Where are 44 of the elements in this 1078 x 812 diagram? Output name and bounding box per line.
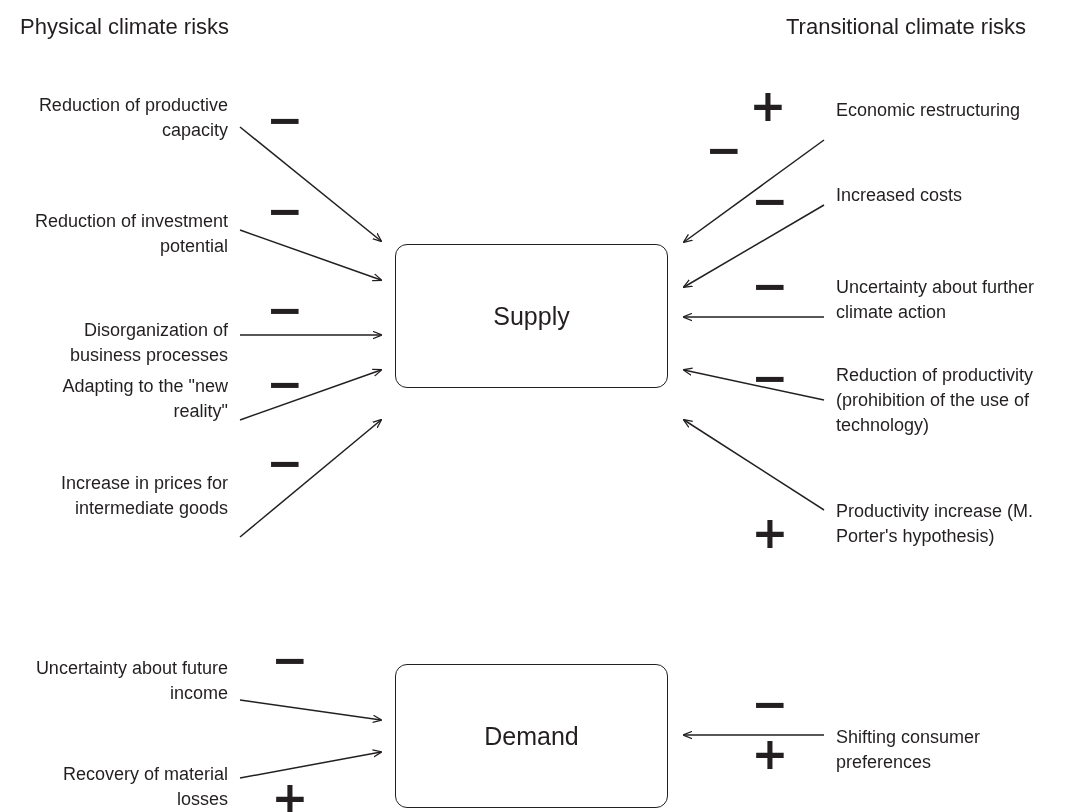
column-heading: Physical climate risks (20, 14, 230, 40)
arrow (682, 204, 825, 289)
arrow (682, 139, 825, 244)
risk-factor-text: Recovery of material losses (20, 762, 228, 812)
risk-factor-text: Reduction of productive capacity (20, 80, 228, 156)
effect-sign: + (751, 513, 789, 553)
effect-sign: − (266, 443, 304, 483)
risk-factor-text: Economic restructuring (836, 84, 1076, 136)
effect-sign: − (266, 191, 304, 231)
effect-sign: − (751, 181, 789, 221)
effect-sign: + (749, 86, 787, 126)
effect-sign: − (705, 130, 743, 170)
risk-factor-text: Uncertainty about further climate action (836, 262, 1076, 338)
process-box: Supply (395, 244, 668, 388)
arrow (239, 749, 383, 779)
effect-sign: − (751, 266, 789, 306)
arrow (239, 368, 383, 421)
effect-sign: − (266, 364, 304, 404)
risk-factor-text: Shifting consumer preferences (836, 712, 1076, 788)
effect-sign: − (751, 358, 789, 398)
risk-factor-text: Reduction of productivity (prohibition of the use of technology) (836, 362, 1076, 438)
effect-sign: − (266, 290, 304, 330)
effect-sign: − (271, 640, 309, 680)
arrow (239, 229, 383, 282)
effect-sign: − (751, 684, 789, 724)
arrow (239, 330, 383, 340)
risk-factor-text: Reduction of investment potential (20, 196, 228, 272)
effect-sign: + (751, 734, 789, 774)
risk-factor-text: Adapting to the "new reality" (20, 374, 228, 424)
process-box: Demand (395, 664, 668, 808)
risk-factor-text: Productivity increase (M. Porter's hypothesis) (836, 498, 1076, 550)
effect-sign: − (266, 100, 304, 140)
column-heading: Transitional climate risks (786, 14, 1027, 40)
arrow (239, 418, 383, 538)
risk-factor-text: Increase in prices for intermediate goods (20, 470, 228, 522)
risk-factor-text: Increased costs (836, 182, 1076, 208)
arrow (682, 367, 825, 401)
arrow (682, 418, 825, 511)
risk-factor-text: Uncertainty about future income (20, 655, 228, 707)
arrow (682, 312, 825, 322)
arrow (239, 699, 383, 724)
arrow (239, 126, 383, 243)
arrow (682, 730, 825, 740)
risk-factor-text: Disorganization of business processes (20, 318, 228, 368)
